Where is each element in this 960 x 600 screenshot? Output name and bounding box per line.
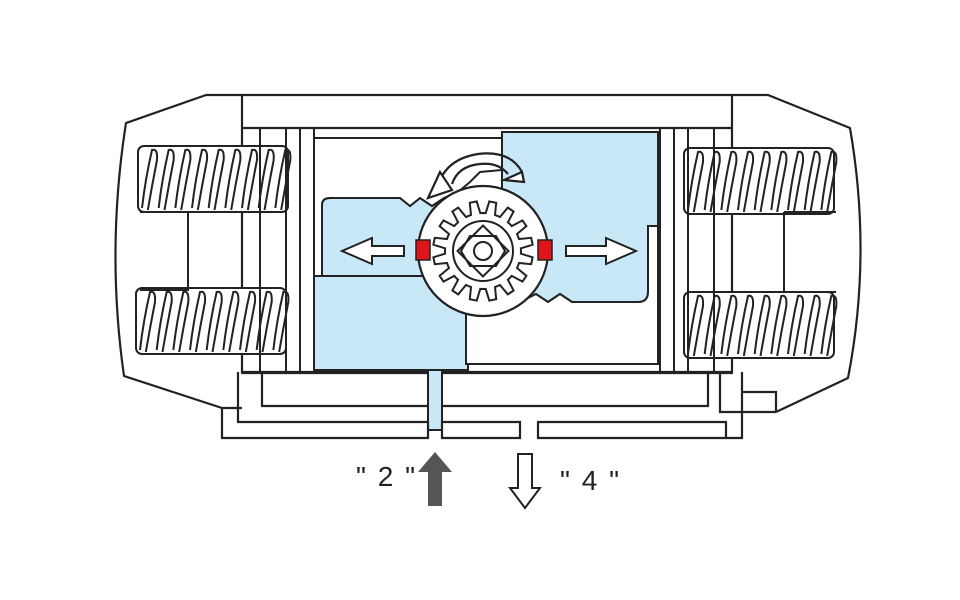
- pinion-square-drive: [456, 224, 510, 278]
- spring-top-left: [137, 145, 292, 213]
- spring-coil: [770, 294, 788, 357]
- arrow-left-outline-icon: [339, 236, 405, 266]
- spring-coil: [753, 294, 771, 357]
- pinion-octagon-drive: [459, 235, 507, 267]
- left-stop-block: [415, 239, 431, 261]
- spring-bottom-right: [683, 291, 838, 359]
- spring-coil: [141, 148, 159, 211]
- spring-coil: [241, 148, 259, 211]
- right-end-cap: [732, 93, 862, 413]
- right-piston: [465, 225, 659, 365]
- spring-coil: [172, 290, 190, 353]
- spring-coil: [239, 290, 257, 353]
- spring-coil: [787, 150, 805, 213]
- actuator-housing: [114, 93, 862, 413]
- spring-coil: [720, 294, 738, 357]
- center-passage: [427, 369, 443, 431]
- exhaust-port-label: " 4 ": [560, 465, 621, 496]
- spring-coil: [803, 150, 821, 213]
- pinion-center-bore: [473, 241, 493, 261]
- spring-coil: [687, 150, 705, 213]
- spring-coil: [820, 150, 838, 213]
- rotate-arrow-icon: [425, 152, 526, 200]
- pinion-hub-ring: [452, 220, 514, 282]
- arrow-up-filled-icon: [418, 452, 452, 506]
- left-end-cap: [114, 93, 242, 410]
- spring-coil: [787, 294, 805, 357]
- spring-coil: [155, 290, 173, 353]
- right-stop-block: [537, 239, 553, 261]
- spring-guides: [140, 127, 836, 373]
- spring-coil: [687, 294, 705, 357]
- arrow-down-outline-icon: [508, 453, 542, 510]
- spring-coil: [207, 148, 225, 211]
- spring-coil: [224, 148, 242, 211]
- pinion: [415, 184, 553, 318]
- spring-coil: [157, 148, 175, 211]
- spring-coil: [189, 290, 207, 353]
- spring-coil: [205, 290, 223, 353]
- spring-coil: [737, 294, 755, 357]
- spring-coil: [191, 148, 209, 211]
- spring-coil: [174, 148, 192, 211]
- spring-coil: [222, 290, 240, 353]
- pistons: [313, 137, 659, 365]
- supply-port-label: " 2 ": [356, 461, 417, 492]
- springs: [135, 145, 838, 359]
- spring-coil: [737, 150, 755, 213]
- spring-coil: [257, 148, 275, 211]
- spring-bottom-left: [135, 287, 290, 355]
- spring-coil: [770, 150, 788, 213]
- spring-coil: [753, 150, 771, 213]
- spring-coil: [720, 150, 738, 213]
- left-piston: [313, 137, 503, 277]
- spring-coil: [272, 290, 290, 353]
- spring-coil: [803, 294, 821, 357]
- arrow-right-outline-icon: [565, 236, 639, 266]
- spring-coil: [139, 290, 157, 353]
- spring-coil: [820, 294, 838, 357]
- port-block: [220, 372, 778, 440]
- spring-top-right: [683, 147, 838, 215]
